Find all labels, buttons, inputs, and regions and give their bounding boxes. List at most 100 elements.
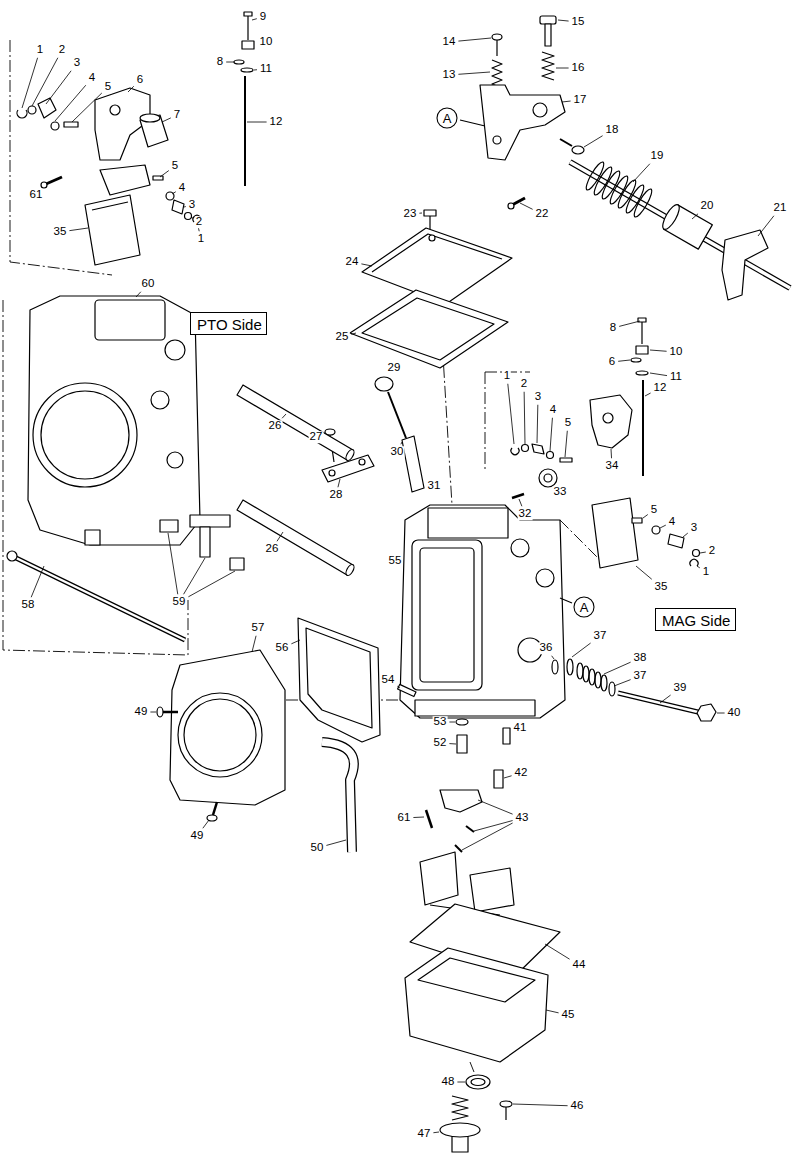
callout-number: 22 <box>535 208 550 220</box>
leader-line <box>162 118 171 122</box>
part-outline <box>244 76 246 186</box>
part-outline <box>452 1096 468 1120</box>
leader-line <box>550 418 552 451</box>
part-outline <box>420 548 474 682</box>
part-outline <box>542 52 554 80</box>
part-outline <box>503 728 510 744</box>
part-outline <box>28 296 200 545</box>
part-outline <box>493 136 501 144</box>
callout-number: 3 <box>534 391 542 403</box>
leader-line <box>520 203 533 209</box>
leader-line <box>683 533 688 537</box>
part-outline <box>505 1107 506 1120</box>
part-outline <box>17 110 27 118</box>
leader-line <box>584 136 603 147</box>
callout-number: 41 <box>513 722 528 734</box>
callout-number: 32 <box>518 508 533 520</box>
part-outline <box>362 228 512 304</box>
leader-line <box>172 192 176 194</box>
callout-number: 61 <box>397 812 412 824</box>
part-outline <box>560 139 572 146</box>
callout-number: 31 <box>427 480 442 492</box>
part-outline <box>151 391 169 409</box>
assembly-line <box>3 40 600 1072</box>
callout-number: 35 <box>53 226 68 238</box>
callout-number: 15 <box>571 16 586 28</box>
callout-number: 29 <box>387 362 402 374</box>
part-outline <box>247 16 248 40</box>
callout-number: 48 <box>441 1076 456 1088</box>
callout-number: 17 <box>573 94 588 106</box>
callout-number: 1 <box>702 566 710 578</box>
leader-line <box>458 72 490 74</box>
part-outline <box>500 1101 512 1107</box>
callout-number: 24 <box>345 256 360 268</box>
callout-number: 59 <box>172 596 187 608</box>
side-label-box: PTO Side <box>190 312 267 335</box>
part-outline <box>241 68 253 72</box>
callout-number: 43 <box>515 812 530 824</box>
leader-line <box>692 214 698 219</box>
part-outline <box>616 178 639 210</box>
assembly-line <box>560 520 600 560</box>
part-outline <box>242 41 254 49</box>
callout-number: 56 <box>275 642 290 654</box>
part-outline <box>539 469 557 487</box>
callout-number: 3 <box>73 57 81 69</box>
leader-line <box>660 695 671 703</box>
part-outline <box>28 106 36 114</box>
callout-number: 60 <box>141 278 156 290</box>
callout-number: 12 <box>653 382 668 394</box>
leader-line <box>277 532 283 541</box>
part-outline <box>532 444 544 454</box>
callout-number: 10 <box>669 346 684 358</box>
part-outline <box>344 563 355 576</box>
part-outline <box>460 120 485 126</box>
part-outline <box>601 675 607 691</box>
part-outline <box>163 711 178 714</box>
part-outline <box>567 659 573 675</box>
part-outline <box>7 12 790 1152</box>
part-outline <box>344 448 355 461</box>
callout-number: 19 <box>650 150 665 162</box>
leader-line <box>537 405 539 443</box>
part-outline <box>329 470 335 476</box>
part-outline <box>306 628 372 728</box>
circle-outline <box>574 597 594 617</box>
callout-number: 5 <box>564 417 572 429</box>
leader-line <box>758 216 774 236</box>
part-outline <box>652 526 660 534</box>
part-outline <box>350 290 508 368</box>
leader-line <box>254 69 257 70</box>
leader-line <box>136 292 141 297</box>
part-outline <box>632 518 642 523</box>
node-text: MAG Side <box>662 613 730 628</box>
part-outline <box>14 557 185 640</box>
part-outline <box>618 693 702 713</box>
part-outline <box>424 210 436 216</box>
callout-number: 4 <box>549 404 557 416</box>
callout-number: 52 <box>433 737 448 749</box>
part-outline <box>213 802 217 815</box>
part-outline <box>492 34 502 40</box>
callout-number: 25 <box>335 331 350 343</box>
leader-line <box>184 206 186 207</box>
leader-line <box>660 525 666 528</box>
leader-line <box>247 122 267 123</box>
part-outline <box>322 742 354 852</box>
callout-number: 30 <box>390 446 405 458</box>
leader-line <box>338 479 340 487</box>
leader-line <box>188 571 235 597</box>
leader-line <box>22 19 774 1133</box>
part-outline <box>609 682 615 696</box>
part-outline <box>466 1075 490 1089</box>
callout-number: 6 <box>608 356 616 368</box>
part-outline <box>33 383 137 487</box>
part-outline <box>577 663 607 691</box>
part-outline <box>533 103 547 117</box>
part-outline <box>92 202 128 210</box>
callout-number: 2 <box>520 378 528 390</box>
leader-line <box>326 840 346 845</box>
